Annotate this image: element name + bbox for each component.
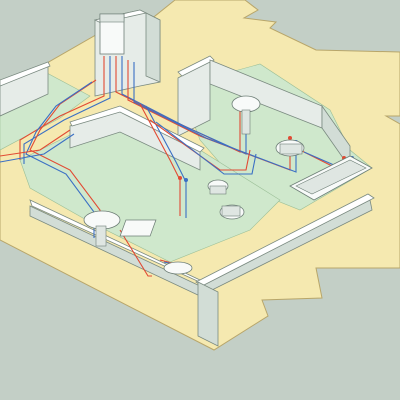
- wall-boiler-side: [145, 12, 161, 83]
- hot-pipe-9: [0, 129, 71, 157]
- shower-tray-icon: [119, 219, 157, 237]
- cold-pipe-3: [133, 62, 297, 173]
- wall-bathroom-back-top: [177, 55, 215, 77]
- cold-pipe-5: [145, 105, 187, 218]
- toilet-bathroom-icon: [275, 139, 305, 157]
- hot-pipe-10: [119, 229, 152, 277]
- wall-front-corner: [197, 281, 219, 347]
- hot-pipe-3: [127, 60, 291, 171]
- cold-pipe-1: [23, 56, 111, 164]
- cold-cap: [184, 178, 188, 182]
- boiler-panel: [99, 13, 125, 23]
- wall-left-outer-top: [0, 61, 51, 87]
- washbasin-bathroom-icon: [231, 95, 261, 135]
- hot-cap: [178, 176, 182, 180]
- hot-pipe-4: [29, 79, 101, 236]
- hot-pipe-6: [149, 119, 251, 171]
- bathtub-icon: [289, 155, 373, 201]
- cold-pipe-6: [155, 121, 257, 175]
- washbasin-main-icon: [83, 210, 121, 247]
- washbasin-front-icon: [163, 261, 193, 275]
- hot-pipe-1: [19, 56, 105, 160]
- cold-pipe-2: [121, 56, 247, 155]
- hot-cap: [288, 136, 292, 140]
- toilet-main-icon: [219, 204, 245, 220]
- cold-pipe-9: [0, 133, 75, 163]
- hot-pipe-5: [139, 103, 181, 216]
- wall-middle-partition-top: [69, 105, 205, 153]
- bidet-icon: [207, 179, 229, 195]
